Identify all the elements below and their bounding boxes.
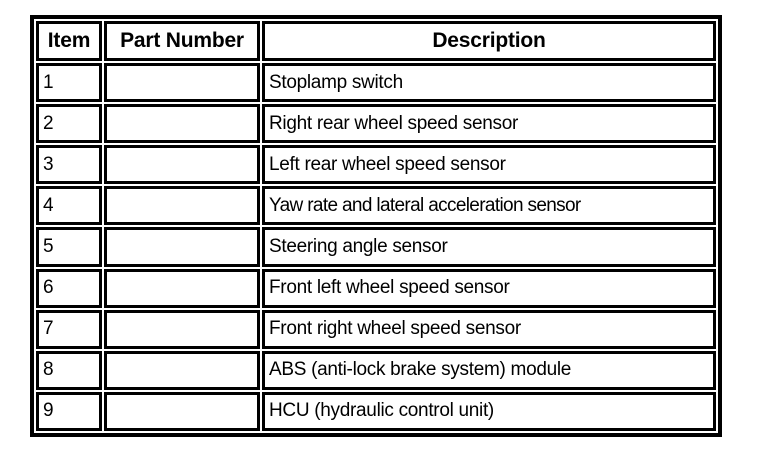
- cell-part-number: [104, 391, 260, 431]
- cell-part-number: [104, 186, 260, 226]
- cell-item: 1: [36, 63, 102, 103]
- cell-description: Right rear wheel speed sensor: [262, 104, 716, 144]
- cell-item: 2: [36, 104, 102, 144]
- table-body: 1 Stoplamp switch 2 Right rear wheel spe…: [36, 63, 716, 431]
- cell-item: 6: [36, 268, 102, 308]
- parts-table-frame: Item Part Number Description 1 Stoplamp …: [30, 15, 722, 437]
- cell-item: 3: [36, 145, 102, 185]
- cell-part-number: [104, 227, 260, 267]
- cell-description: Steering angle sensor: [262, 227, 716, 267]
- table-row: 6 Front left wheel speed sensor: [36, 268, 716, 308]
- table-row: 2 Right rear wheel speed sensor: [36, 104, 716, 144]
- table-row: 3 Left rear wheel speed sensor: [36, 145, 716, 185]
- table-row: 9 HCU (hydraulic control unit): [36, 391, 716, 431]
- cell-part-number: [104, 145, 260, 185]
- table-row: 1 Stoplamp switch: [36, 63, 716, 103]
- cell-item: 5: [36, 227, 102, 267]
- cell-part-number: [104, 268, 260, 308]
- column-header-item: Item: [36, 21, 102, 61]
- cell-part-number: [104, 104, 260, 144]
- column-header-part-number: Part Number: [104, 21, 260, 61]
- cell-description: Left rear wheel speed sensor: [262, 145, 716, 185]
- cell-description: Yaw rate and lateral acceleration sensor: [262, 186, 716, 226]
- table-row: 4 Yaw rate and lateral acceleration sens…: [36, 186, 716, 226]
- cell-part-number: [104, 309, 260, 349]
- table-row: 7 Front right wheel speed sensor: [36, 309, 716, 349]
- cell-description: HCU (hydraulic control unit): [262, 391, 716, 431]
- cell-description: ABS (anti-lock brake system) module: [262, 350, 716, 390]
- table-row: 8 ABS (anti-lock brake system) module: [36, 350, 716, 390]
- cell-item: 9: [36, 391, 102, 431]
- table-header-row: Item Part Number Description: [36, 21, 716, 61]
- table-header: Item Part Number Description: [36, 21, 716, 61]
- cell-part-number: [104, 350, 260, 390]
- cell-description: Front right wheel speed sensor: [262, 309, 716, 349]
- cell-item: 7: [36, 309, 102, 349]
- column-header-description: Description: [262, 21, 716, 61]
- cell-part-number: [104, 63, 260, 103]
- cell-description: Front left wheel speed sensor: [262, 268, 716, 308]
- table-row: 5 Steering angle sensor: [36, 227, 716, 267]
- cell-item: 8: [36, 350, 102, 390]
- cell-item: 4: [36, 186, 102, 226]
- parts-table: Item Part Number Description 1 Stoplamp …: [34, 19, 718, 433]
- cell-description: Stoplamp switch: [262, 63, 716, 103]
